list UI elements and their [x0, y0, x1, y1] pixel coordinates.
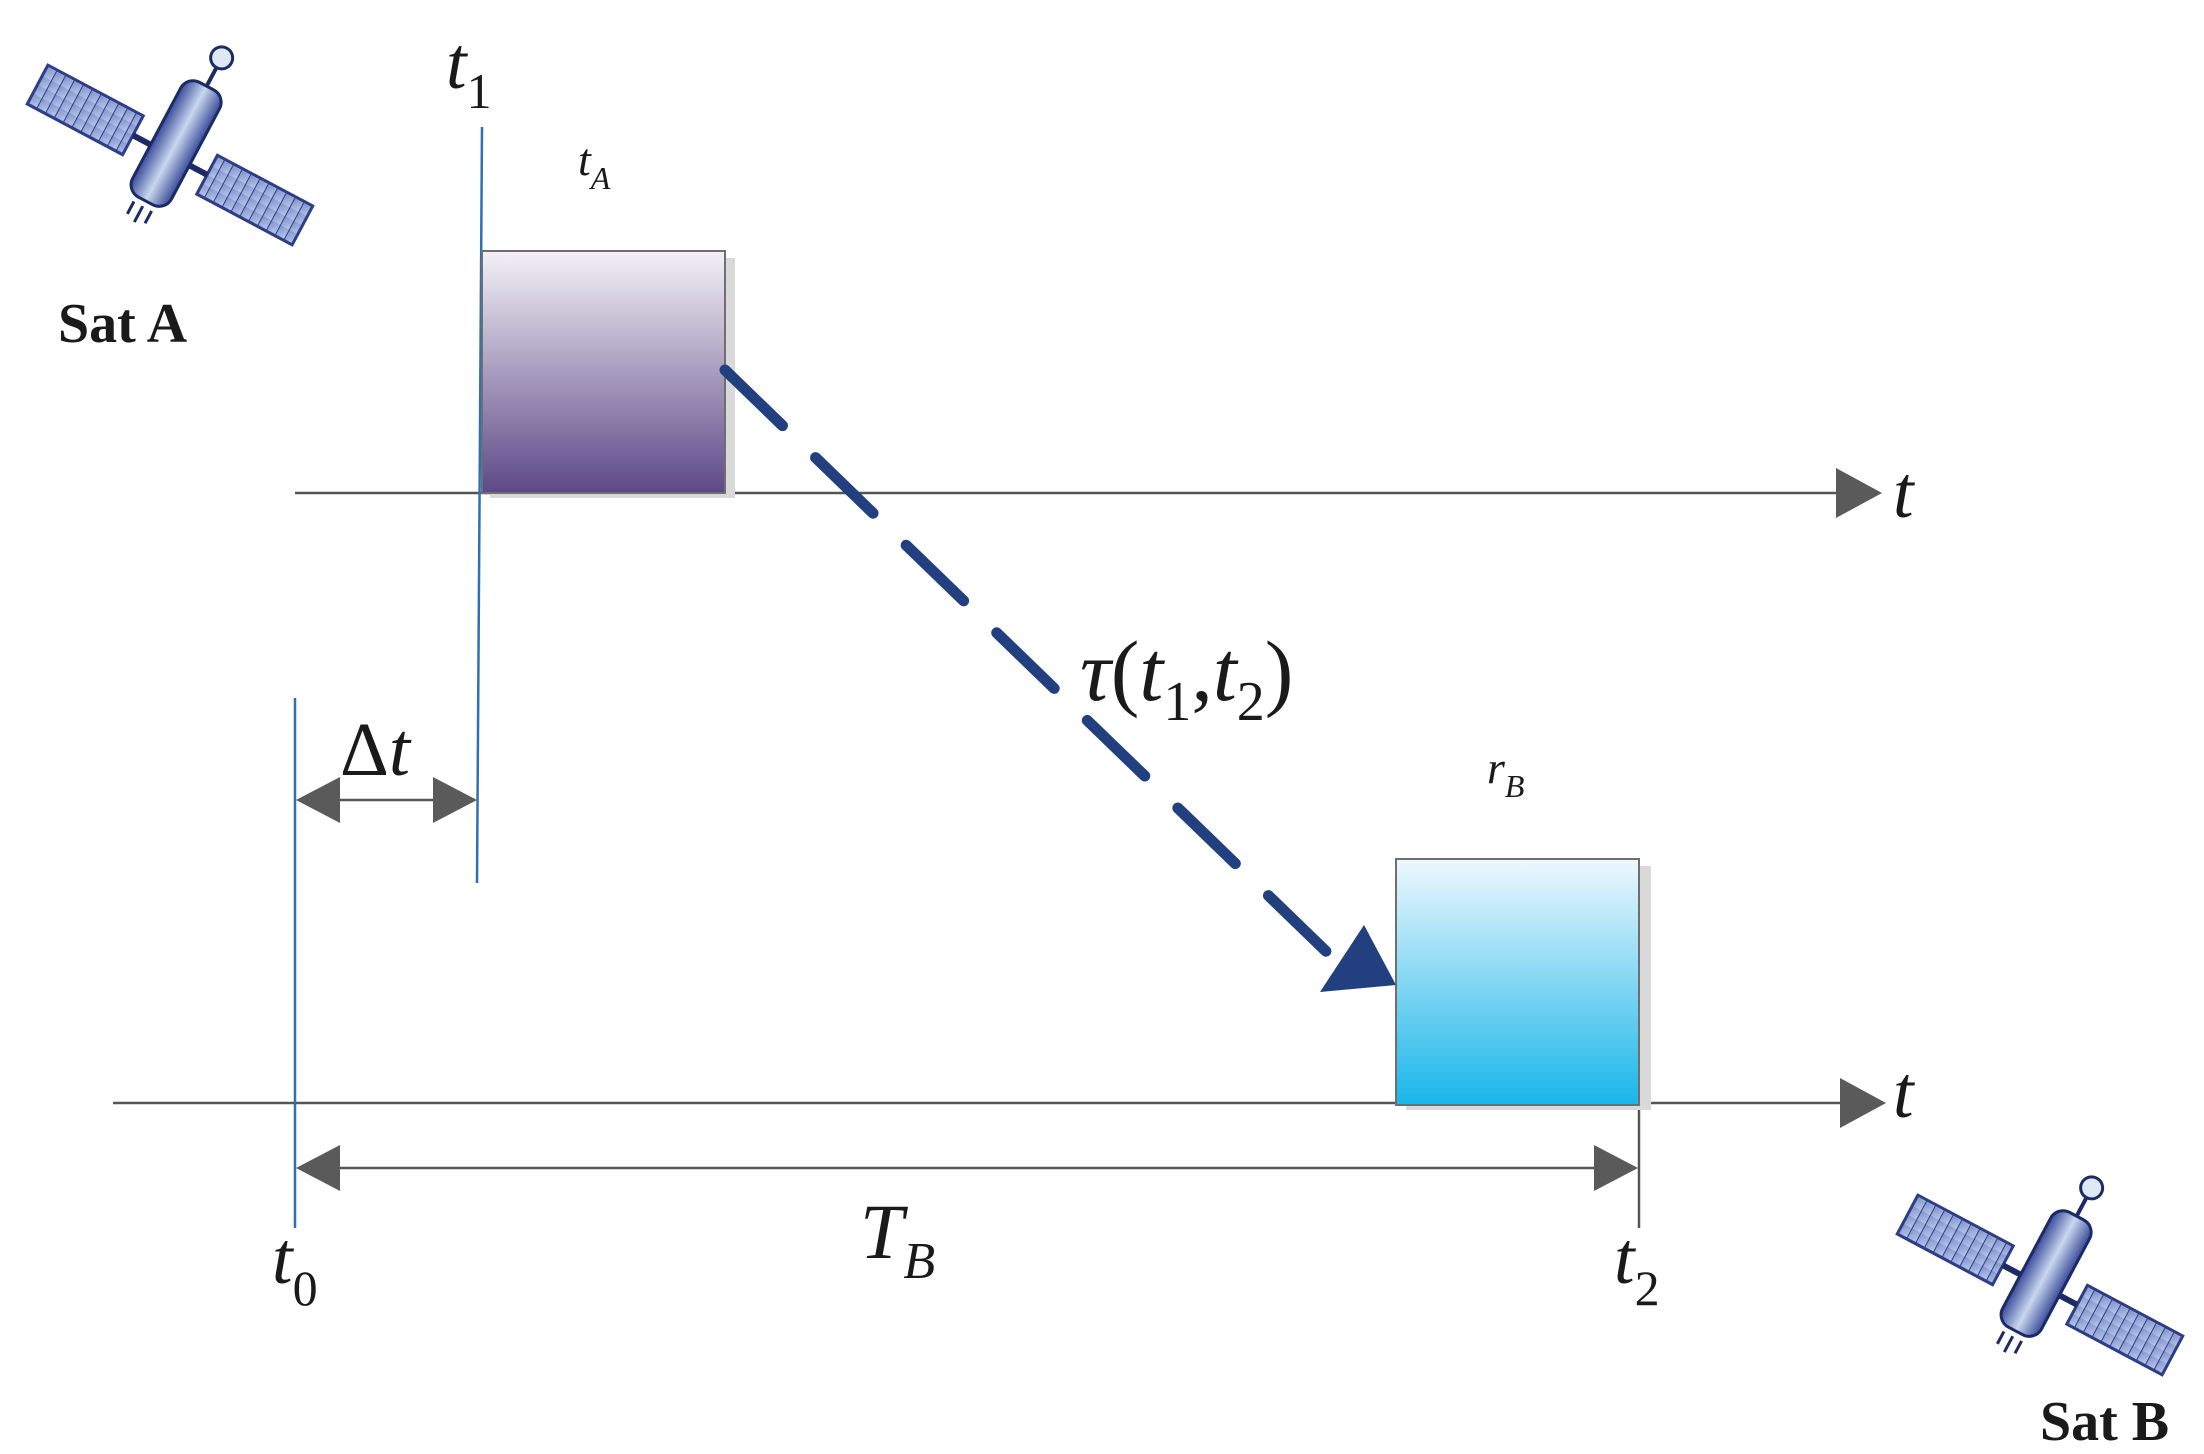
delta-t-dimension	[296, 777, 477, 823]
propagation-delay-label: τ(t1,t2)	[1080, 623, 1293, 733]
transmit-block-a	[481, 250, 735, 498]
t0-label: t0	[272, 1218, 318, 1316]
t1-label: t1	[446, 23, 492, 119]
t1-marker-line	[475, 126, 484, 884]
sat-a-label: Sat A	[58, 293, 188, 355]
sat-b-label: Sat B	[2040, 1391, 2169, 1453]
signal-propagation-arrow	[719, 364, 1396, 992]
top-axis-label: t	[1893, 452, 1916, 534]
tb-label: TB	[860, 1188, 935, 1290]
tb-dimension	[296, 1145, 1638, 1191]
tA-label: tA	[578, 134, 611, 196]
bottom-axis-label: t	[1893, 1052, 1916, 1134]
receive-block-b	[1395, 858, 1651, 1110]
satellite-b-icon	[1895, 1175, 2185, 1377]
satellite-a-icon	[25, 45, 315, 247]
delta-t-label: Δt	[340, 708, 412, 792]
rB-label: rB	[1487, 742, 1524, 804]
t2-label: t2	[1614, 1218, 1660, 1316]
